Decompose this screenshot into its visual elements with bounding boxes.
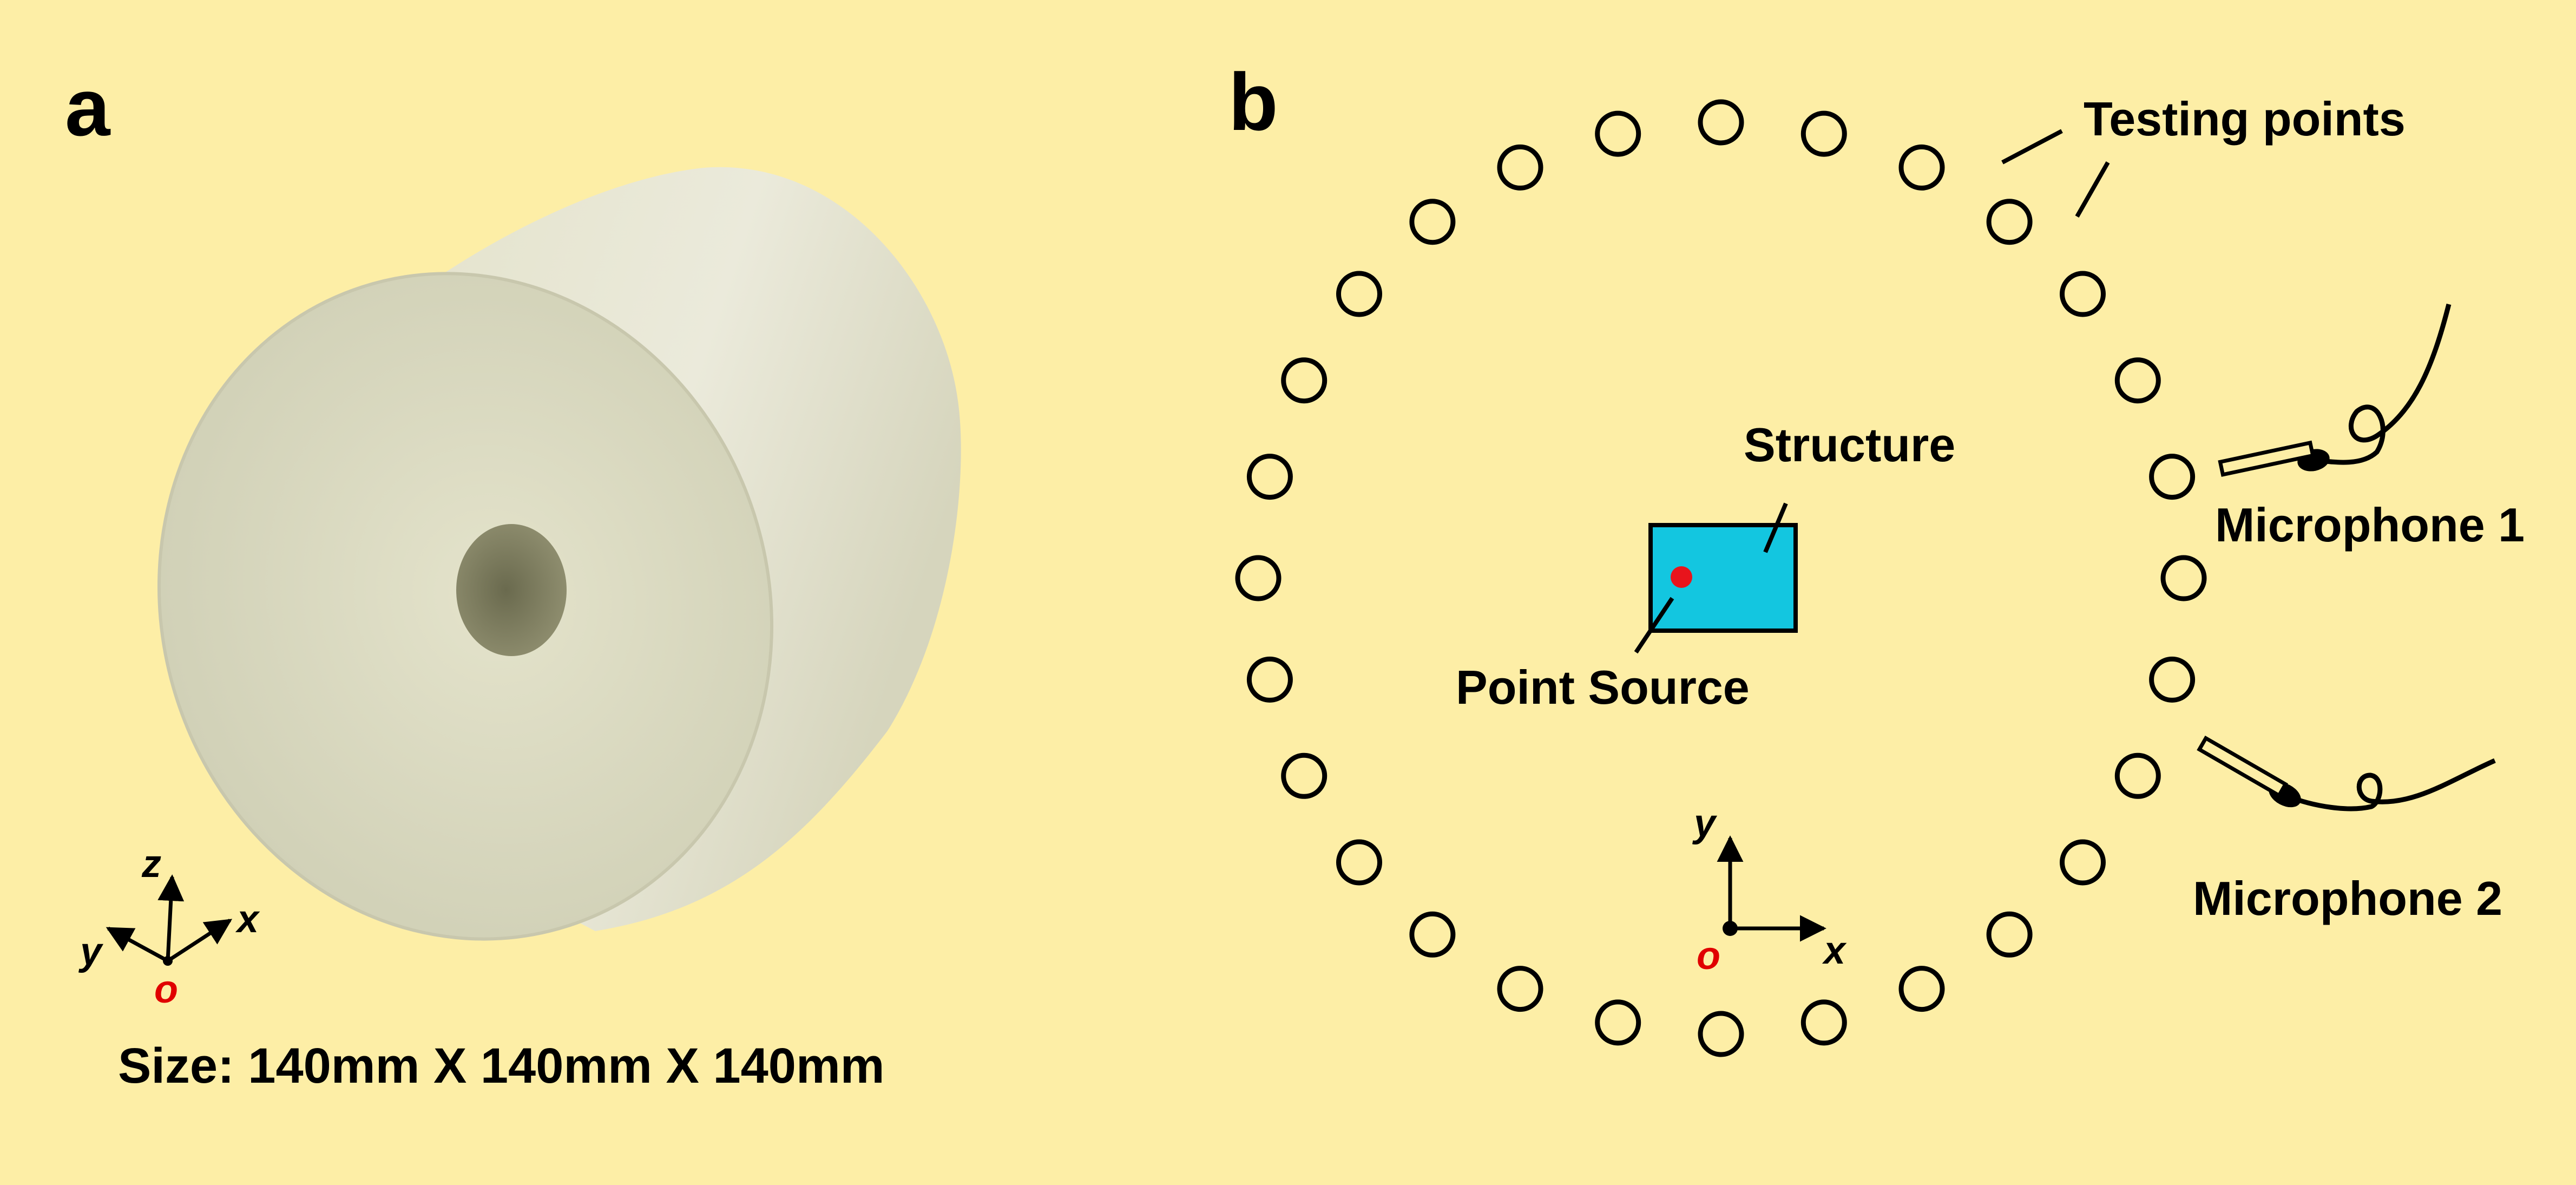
axis-b-y-label: y	[1692, 802, 1718, 845]
testing-points-leader-2	[2075, 161, 2110, 218]
testing-point-circle	[2060, 271, 2106, 317]
axis-a-origin-dot	[163, 956, 173, 966]
panel-b: b Testing points Structure Point Source …	[1228, 56, 2525, 1057]
testing-point-circle	[1497, 144, 1543, 191]
axis-b-origin-label: o	[1697, 934, 1720, 978]
testing-points-ring	[1235, 99, 2207, 1057]
testing-point-circle	[1595, 110, 1641, 157]
testing-point-circle	[1698, 1011, 1744, 1057]
point-source-dot	[1671, 566, 1692, 588]
testing-point-circle	[1281, 752, 1328, 799]
axis-a-y-label: y	[78, 930, 104, 973]
testing-point-circle	[2149, 454, 2196, 500]
testing-point-circle	[1281, 357, 1328, 404]
axis-a-origin-label: o	[154, 968, 178, 1011]
axis-a-y-arrow	[106, 926, 169, 963]
microphone-2-body	[2197, 735, 2289, 798]
structure-label: Structure	[1744, 418, 1955, 472]
testing-point-circle	[1235, 555, 1282, 601]
panel-a-letter: a	[65, 62, 111, 153]
structure-leader	[1763, 502, 1788, 553]
axis-b-x-label: x	[1822, 929, 1847, 972]
testing-point-circle	[1595, 999, 1641, 1046]
microphone-2-icon	[2197, 735, 2496, 811]
point-source-leader	[1634, 597, 1674, 654]
testing-point-circle	[1698, 99, 1744, 146]
testing-point-circle	[2149, 656, 2196, 703]
testing-point-circle	[1336, 839, 1382, 886]
axis-a-z-arrow	[157, 874, 185, 961]
microphone-2-label: Microphone 2	[2193, 872, 2502, 925]
microphone-1-icon	[2218, 303, 2452, 477]
axes-b	[1717, 835, 1826, 942]
axis-b-origin-dot	[1723, 921, 1738, 936]
cylinder-center-hole	[456, 524, 567, 656]
microphone-1-body	[2218, 440, 2315, 477]
axis-a-z-label: z	[141, 842, 161, 886]
testing-point-circle	[1336, 271, 1382, 317]
size-label: Size: 140mm X 140mm X 140mm	[118, 1038, 885, 1094]
testing-point-circle	[2160, 555, 2207, 601]
testing-point-circle	[1898, 144, 1945, 191]
testing-point-circle	[1246, 454, 1293, 500]
panel-b-letter: b	[1228, 56, 1278, 147]
cylinder-photo	[157, 167, 961, 941]
panel-a: a z y x o Size: 140mm X 140mm X 140mm	[65, 62, 961, 1094]
axis-a-x-arrow	[167, 919, 233, 963]
testing-point-circle	[1409, 199, 1456, 245]
testing-point-circle	[2114, 752, 2161, 799]
testing-point-circle	[1800, 999, 1847, 1046]
testing-point-circle	[1898, 966, 1945, 1012]
testing-point-circle	[1986, 911, 2033, 958]
testing-points-label: Testing points	[2084, 92, 2406, 146]
point-source-label: Point Source	[1456, 660, 1750, 714]
axes-a	[106, 874, 233, 963]
axis-a-x-label: x	[235, 898, 260, 941]
microphone-1-label: Microphone 1	[2215, 498, 2525, 552]
testing-points-leader-1	[2001, 129, 2063, 165]
testing-point-circle	[1800, 110, 1847, 157]
microphone-1-cable	[2316, 303, 2452, 465]
testing-point-circle	[2060, 839, 2106, 886]
testing-point-circle	[1986, 199, 2033, 245]
microphone-2-cable	[2285, 758, 2496, 811]
testing-point-circle	[1497, 966, 1543, 1012]
testing-point-circle	[1246, 656, 1293, 703]
testing-point-circle	[1409, 911, 1456, 958]
testing-point-circle	[2114, 357, 2161, 404]
